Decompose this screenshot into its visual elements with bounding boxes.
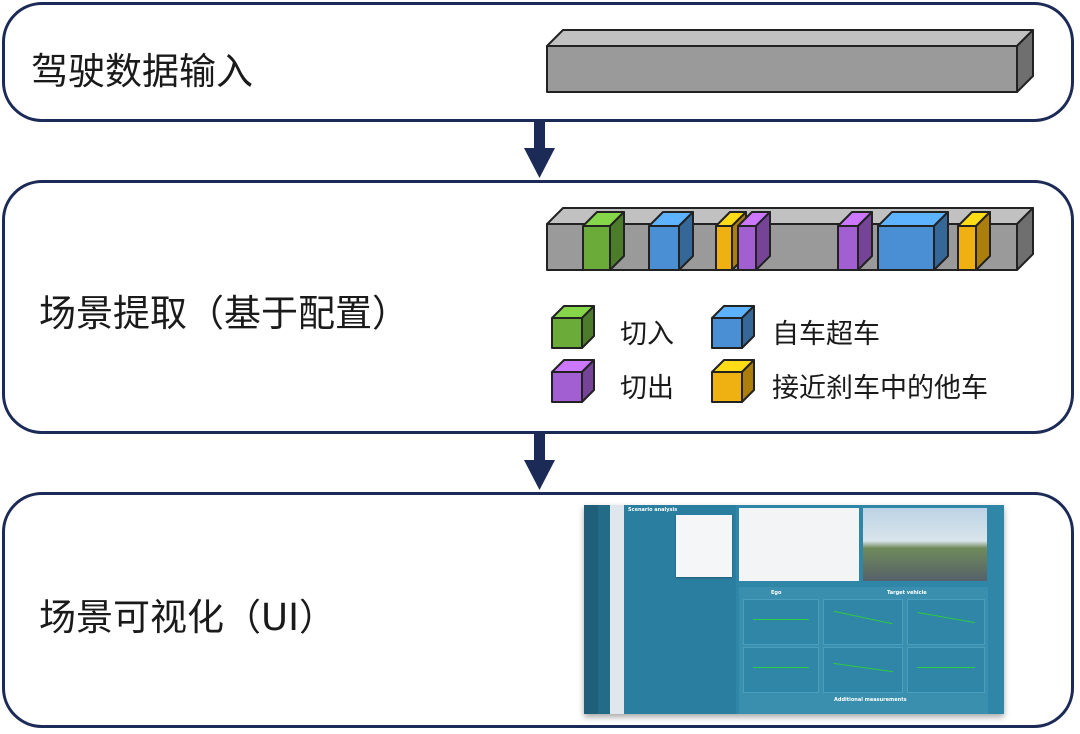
scenario-extraction-panel: 场景提取（基于配置） <box>2 180 1074 434</box>
screenshot-plot-line <box>917 667 975 668</box>
screenshot-ego-header: Ego <box>771 590 782 596</box>
segment-ego-overtake-side <box>933 211 949 271</box>
legend-label-cut-out: 切出 <box>620 373 674 404</box>
screenshot-plot <box>743 599 819 645</box>
screenshot-plots-area: Ego Target vehicle Additional measuremen… <box>739 587 988 714</box>
legend-cube-cut-in-side <box>581 305 595 349</box>
segment-cut-out-side <box>755 211 771 271</box>
screenshot-camera-image <box>863 508 987 581</box>
arrow-input-to-extraction <box>524 122 555 178</box>
arrow-extraction-to-visualization <box>524 434 555 490</box>
driving-data-bar-front <box>546 45 1018 93</box>
segment-ego-overtake-front <box>648 225 680 271</box>
legend-label-braking-vehicle: 接近刹车中的他车 <box>772 373 988 404</box>
legend-cube-ego-overtake-side <box>741 305 755 349</box>
driving-data-bar-top <box>546 29 1034 47</box>
segment-braking-vehicle-front <box>715 225 733 271</box>
legend-label-cut-in: 切入 <box>620 319 674 350</box>
scenario-timeline-bar-side <box>1016 207 1034 271</box>
screenshot-plot <box>823 647 903 693</box>
scenario-visualization-title: 场景可视化（UI） <box>39 596 336 639</box>
screenshot-sidebar <box>584 505 598 714</box>
driving-data-bar <box>546 29 1034 93</box>
legend-cube-cut-out-side <box>581 359 595 403</box>
screenshot-dropdown-menu <box>676 515 732 577</box>
legend-cube-braking-vehicle-side <box>741 359 755 403</box>
ui-screenshot-thumbnail: Scenario analysis Ego Target vehicle Add… <box>584 505 1004 714</box>
scenario-extraction-title: 场景提取（基于配置） <box>39 292 409 335</box>
segment-cut-out-side <box>857 211 873 271</box>
legend-label-ego-overtake: 自车超车 <box>772 319 880 350</box>
screenshot-target-header: Target vehicle <box>887 590 927 596</box>
legend-cube-braking-vehicle-front <box>711 371 743 403</box>
legend-cube-cut-in-front <box>551 317 583 349</box>
legend-cube-cut-out-front <box>551 371 583 403</box>
screenshot-plot-line <box>753 619 809 620</box>
data-input-title: 驾驶数据输入 <box>31 50 253 93</box>
screenshot-sidebar-secondary <box>598 505 610 714</box>
segment-braking-vehicle-front <box>957 225 977 271</box>
screenshot-plot <box>743 647 819 693</box>
screenshot-3d-viewer <box>739 508 859 581</box>
segment-cut-in-front <box>582 225 611 271</box>
legend-cubes <box>551 305 755 403</box>
segment-braking-vehicle-side <box>975 211 991 271</box>
segment-ego-overtake-side <box>678 211 694 271</box>
screenshot-scenario-title: Scenario analysis <box>628 507 678 513</box>
screenshot-additional-header: Additional measurements <box>834 697 907 703</box>
segment-cut-out-front <box>737 225 757 271</box>
legend-cube-ego-overtake-front <box>711 317 743 349</box>
screenshot-plot <box>907 647 985 693</box>
screenshot-plot-line <box>753 667 809 668</box>
segment-cut-out-front <box>837 225 859 271</box>
segment-cut-in-side <box>609 211 625 271</box>
scenario-segments <box>582 211 991 271</box>
driving-data-bar-side <box>1016 29 1034 93</box>
segment-ego-overtake-front <box>877 225 935 271</box>
